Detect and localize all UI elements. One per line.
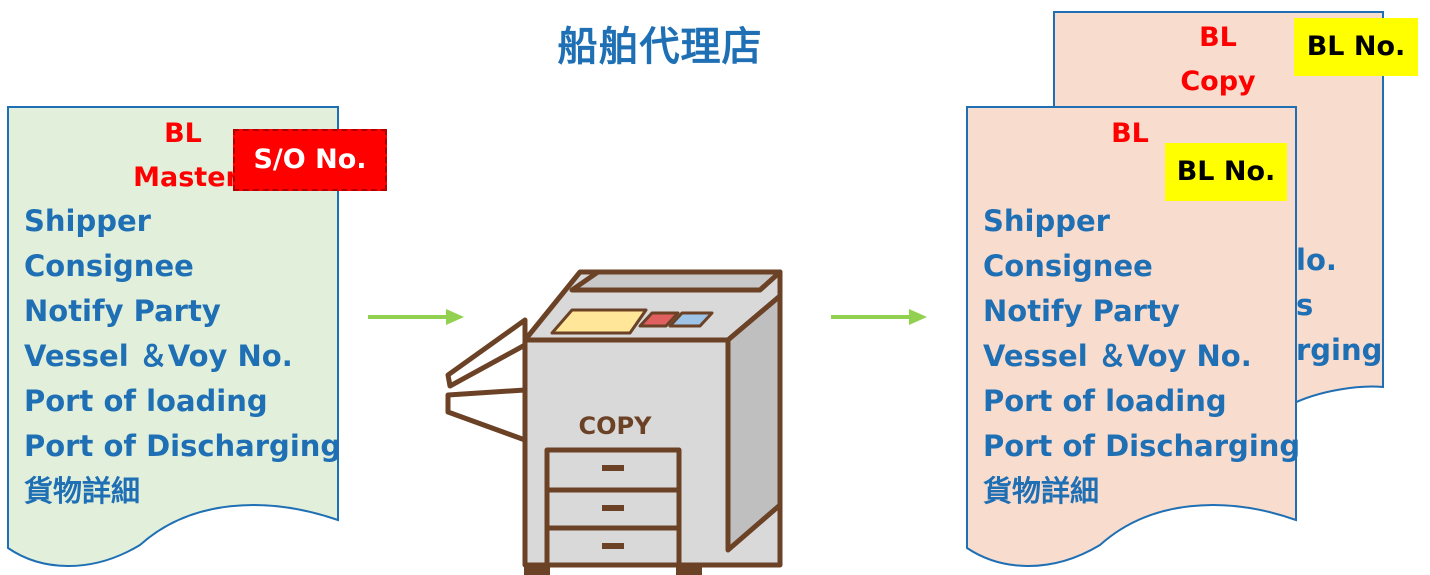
front-doc-title: BL: [1111, 118, 1149, 149]
back-partial-field-3: rging: [1296, 333, 1383, 367]
master-field-vessel-voy: Vessel ＆Voy No.: [24, 339, 293, 373]
arrow-to-copies: [831, 309, 927, 325]
master-doc-title-line1: BL: [164, 118, 202, 149]
front-field-notify-party: Notify Party: [983, 294, 1180, 328]
copier-machine: [445, 269, 783, 575]
master-document-shape: [7, 106, 339, 567]
master-field-notify-party: Notify Party: [24, 294, 221, 328]
back-doc-partial-fields: lo. s rging: [1296, 238, 1382, 373]
copier-output-tray-upper: [445, 317, 528, 389]
copier-label: COPY: [578, 412, 652, 440]
arrow-to-copier: [368, 309, 464, 325]
back-doc-title-line2: Copy: [1180, 66, 1256, 97]
copier-button-blue: [668, 311, 714, 328]
back-partial-field-1: lo.: [1296, 243, 1337, 277]
copier-glass: [550, 308, 648, 335]
front-field-consignee: Consignee: [983, 249, 1153, 283]
back-partial-field-2: s: [1296, 288, 1314, 322]
master-field-consignee: Consignee: [24, 249, 194, 283]
master-field-shipper: Shipper: [24, 204, 151, 238]
front-field-cargo-details: 貨物詳細: [983, 474, 1100, 508]
front-copy-document-shape: [966, 106, 1297, 567]
copier-button-red: [638, 311, 680, 328]
front-bl-number-tag: BL No.: [1165, 143, 1287, 201]
master-field-port-discharging: Port of Discharging: [24, 429, 342, 463]
back-doc-title-line1: BL: [1199, 22, 1237, 53]
front-field-port-discharging: Port of Discharging: [983, 429, 1301, 463]
front-field-shipper: Shipper: [983, 204, 1110, 238]
master-doc-title-line2: Master: [133, 162, 239, 193]
front-doc-fields: Shipper Consignee Notify Party Vessel ＆V…: [983, 199, 1300, 514]
master-field-port-loading: Port of loading: [24, 384, 268, 418]
master-field-cargo-details: 貨物詳細: [24, 474, 141, 508]
front-field-port-loading: Port of loading: [983, 384, 1227, 418]
so-number-tag: S/O No.: [233, 129, 387, 191]
front-field-vessel-voy: Vessel ＆Voy No.: [983, 339, 1252, 373]
copier-output-tray-lower: [445, 387, 528, 443]
master-doc-fields: Shipper Consignee Notify Party Vessel ＆V…: [24, 199, 341, 514]
back-bl-number-tag: BL No.: [1294, 18, 1418, 76]
page-title: 船舶代理店: [557, 24, 763, 70]
copier-drawer-3: [544, 525, 682, 568]
